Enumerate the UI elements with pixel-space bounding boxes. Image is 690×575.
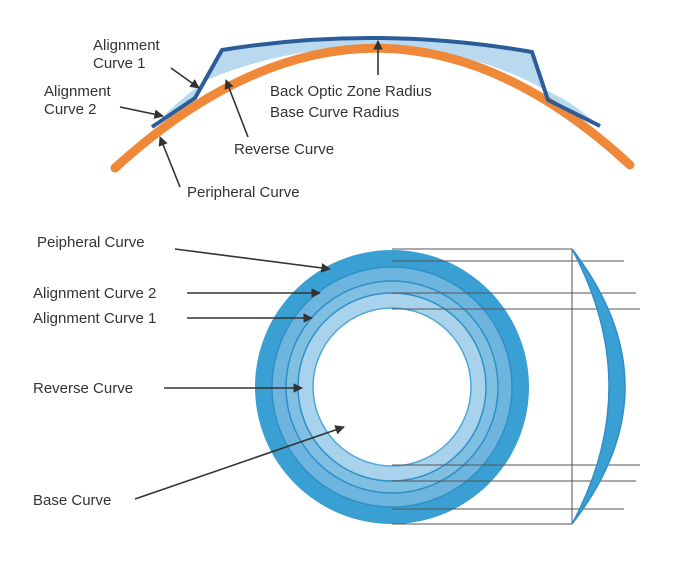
label-alignment-curve-2-line2: Curve 2 bbox=[44, 101, 97, 118]
bottom-leaders bbox=[134, 248, 345, 500]
label-peripheral-curve-top: Peripheral Curve bbox=[187, 184, 300, 201]
label-peripheral-curve: Peipheral Curve bbox=[37, 234, 145, 251]
label-alignment-curve-2: Alignment Curve 2 bbox=[33, 285, 156, 302]
tear-layer-fill bbox=[155, 37, 598, 125]
leader-peripheral-curve bbox=[174, 248, 331, 273]
leader-alignment-curve-2 bbox=[119, 106, 164, 119]
leader-peripheral-curve-top bbox=[158, 136, 181, 188]
leader-reverse-curve-top bbox=[224, 79, 249, 138]
leader-alignment-curve-1 bbox=[170, 67, 200, 89]
label-base-curve: Base Curve bbox=[33, 492, 111, 509]
lens-side-profile bbox=[571, 248, 626, 525]
front-view bbox=[255, 250, 529, 524]
label-alignment-curve-1: Alignment Curve 1 bbox=[33, 310, 156, 327]
label-reverse-curve: Reverse Curve bbox=[33, 380, 133, 397]
side-projection bbox=[392, 248, 640, 525]
label-alignment-curve-1-line1: Alignment bbox=[93, 37, 161, 54]
lens-outline bbox=[150, 36, 601, 129]
zone-base-curve bbox=[312, 307, 472, 467]
cross-section-view: Alignment Curve 1 Alignment Curve 2 Back… bbox=[44, 36, 635, 201]
leader-base-curve bbox=[134, 425, 345, 500]
label-alignment-curve-2-line1: Alignment bbox=[44, 83, 112, 100]
label-reverse-curve-top: Reverse Curve bbox=[234, 141, 334, 158]
label-alignment-curve-1-line2: Curve 1 bbox=[93, 55, 146, 72]
label-back-optic-zone-radius: Back Optic Zone Radius bbox=[270, 83, 432, 100]
label-base-curve-radius: Base Curve Radius bbox=[270, 104, 399, 121]
